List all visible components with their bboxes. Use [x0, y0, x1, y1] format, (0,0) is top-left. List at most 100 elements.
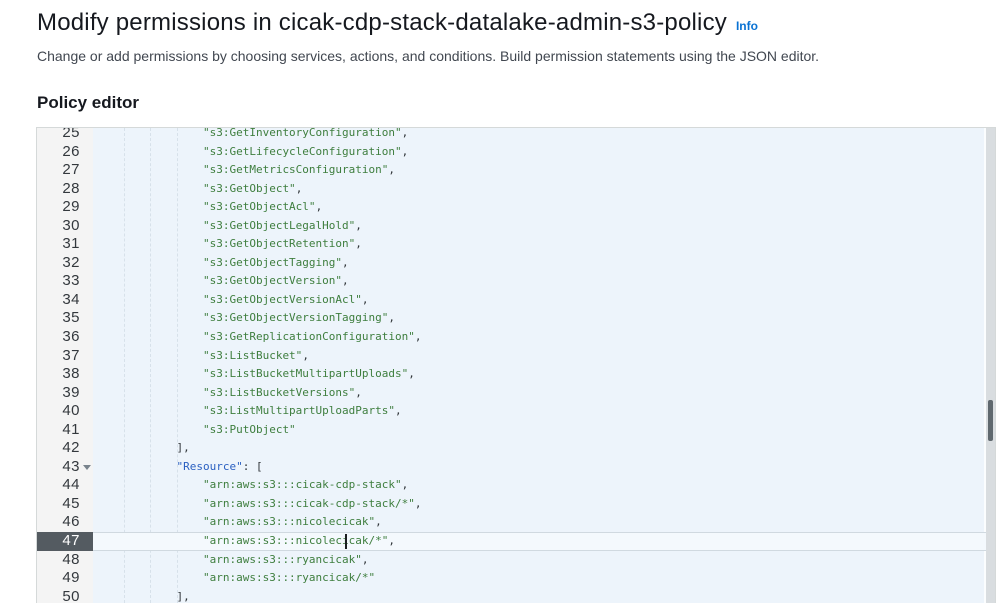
- policy-editor[interactable]: 25 "s3:GetInventoryConfiguration",26 "s3…: [36, 127, 996, 603]
- code-text[interactable]: "s3:ListBucketVersions",: [93, 384, 995, 403]
- code-line[interactable]: 47 "arn:aws:s3:::nicolecicak/*",: [37, 532, 995, 551]
- code-text[interactable]: "s3:GetObjectVersionTagging",: [93, 309, 995, 328]
- code-line[interactable]: 42 ],: [37, 439, 995, 458]
- code-line[interactable]: 37 "s3:ListBucket",: [37, 347, 995, 366]
- code-line[interactable]: 50 ],: [37, 588, 995, 603]
- code-line[interactable]: 41 "s3:PutObject": [37, 421, 995, 440]
- code-line[interactable]: 46 "arn:aws:s3:::nicolecicak",: [37, 513, 995, 532]
- line-number[interactable]: 33: [62, 272, 80, 290]
- code-text[interactable]: "s3:GetObjectRetention",: [93, 235, 995, 254]
- code-text[interactable]: "s3:ListBucket",: [93, 347, 995, 366]
- code-line[interactable]: 34 "s3:GetObjectVersionAcl",: [37, 291, 995, 310]
- code-text[interactable]: "s3:PutObject": [93, 421, 995, 440]
- line-number[interactable]: 26: [62, 142, 80, 160]
- scrollbar-thumb[interactable]: [988, 400, 993, 441]
- code-line[interactable]: 30 "s3:GetObjectLegalHold",: [37, 217, 995, 236]
- line-number[interactable]: 31: [62, 235, 80, 253]
- line-number[interactable]: 40: [62, 402, 80, 420]
- code-text[interactable]: "s3:GetLifecycleConfiguration",: [93, 143, 995, 162]
- code-line[interactable]: 29 "s3:GetObjectAcl",: [37, 198, 995, 217]
- code-text[interactable]: ],: [93, 439, 995, 458]
- token-plain: ,: [388, 163, 396, 177]
- code-text[interactable]: ],: [93, 588, 995, 603]
- code-text[interactable]: "arn:aws:s3:::cicak-cdp-stack",: [93, 476, 995, 495]
- code-line[interactable]: 38 "s3:ListBucketMultipartUploads",: [37, 365, 995, 384]
- page-header: Modify permissions in cicak-cdp-stack-da…: [37, 8, 967, 38]
- code-text[interactable]: "s3:GetReplicationConfiguration",: [93, 328, 995, 347]
- code-text[interactable]: "s3:ListBucketMultipartUploads",: [93, 365, 995, 384]
- line-number[interactable]: 46: [62, 513, 80, 531]
- code-text[interactable]: "arn:aws:s3:::cicak-cdp-stack/*",: [93, 495, 995, 514]
- code-text[interactable]: "s3:GetObjectLegalHold",: [93, 217, 995, 236]
- code-text[interactable]: "arn:aws:s3:::ryancicak",: [93, 551, 995, 570]
- code-line[interactable]: 45 "arn:aws:s3:::cicak-cdp-stack/*",: [37, 495, 995, 514]
- line-number[interactable]: 39: [62, 383, 80, 401]
- code-text[interactable]: "arn:aws:s3:::ryancicak/*": [93, 569, 995, 588]
- code-line[interactable]: 39 "s3:ListBucketVersions",: [37, 384, 995, 403]
- line-number[interactable]: 47: [37, 532, 93, 551]
- code-line[interactable]: 27 "s3:GetMetricsConfiguration",: [37, 161, 995, 180]
- token-key: "Resource": [176, 459, 243, 473]
- code-line[interactable]: 36 "s3:GetReplicationConfiguration",: [37, 328, 995, 347]
- code-text[interactable]: "s3:GetMetricsConfiguration",: [93, 161, 995, 180]
- line-number[interactable]: 43: [37, 458, 93, 477]
- line-number[interactable]: 50: [62, 587, 80, 603]
- code-line[interactable]: 44 "arn:aws:s3:::cicak-cdp-stack",: [37, 476, 995, 495]
- code-line[interactable]: 33 "s3:GetObjectVersion",: [37, 272, 995, 291]
- line-number[interactable]: 41: [62, 420, 80, 438]
- indent-guide: [150, 128, 151, 603]
- line-number[interactable]: 34: [62, 290, 80, 308]
- line-number[interactable]: 45: [62, 494, 80, 512]
- info-link[interactable]: Info: [735, 19, 758, 33]
- token-plain: ,: [414, 330, 422, 344]
- line-number[interactable]: 38: [62, 365, 80, 383]
- code-text[interactable]: "s3:GetObjectVersion",: [93, 272, 995, 291]
- fold-chevron-down-icon[interactable]: [83, 464, 91, 470]
- code-line[interactable]: 25 "s3:GetInventoryConfiguration",: [37, 127, 995, 143]
- line-number[interactable]: 48: [62, 550, 80, 568]
- line-number[interactable]: 35: [62, 309, 80, 327]
- token-string: "s3:GetReplicationConfiguration": [202, 330, 415, 344]
- code-text[interactable]: "s3:GetInventoryConfiguration",: [93, 128, 995, 143]
- line-number[interactable]: 28: [62, 179, 80, 197]
- line-number[interactable]: 42: [62, 439, 80, 457]
- code-text[interactable]: "s3:GetObject",: [93, 180, 995, 199]
- code-line[interactable]: 43 "Resource": [: [37, 458, 995, 477]
- code-line[interactable]: 32 "s3:GetObjectTagging",: [37, 254, 995, 273]
- indent-guide: [177, 128, 178, 603]
- code-text[interactable]: "arn:aws:s3:::nicolecicak/*",: [93, 532, 995, 551]
- code-line[interactable]: 28 "s3:GetObject",: [37, 180, 995, 199]
- code-line[interactable]: 40 "s3:ListMultipartUploadParts",: [37, 402, 995, 421]
- code-line[interactable]: 35 "s3:GetObjectVersionTagging",: [37, 309, 995, 328]
- token-string: "s3:GetLifecycleConfiguration": [202, 144, 402, 158]
- code-line[interactable]: 31 "s3:GetObjectRetention",: [37, 235, 995, 254]
- page-title: Modify permissions in cicak-cdp-stack-da…: [37, 9, 727, 36]
- token-string: "s3:ListBucketMultipartUploads": [202, 367, 409, 381]
- line-number[interactable]: 44: [62, 476, 80, 494]
- vertical-scrollbar[interactable]: [986, 128, 995, 603]
- code-text[interactable]: "Resource": [: [93, 458, 995, 477]
- line-number[interactable]: 25: [62, 127, 80, 141]
- code-line[interactable]: 48 "arn:aws:s3:::ryancicak",: [37, 551, 995, 570]
- line-number[interactable]: 36: [62, 328, 80, 346]
- line-number[interactable]: 27: [62, 161, 80, 179]
- code-text[interactable]: "s3:GetObjectTagging",: [93, 254, 995, 273]
- token-string: "arn:aws:s3:::nicolecicak/*": [202, 534, 389, 548]
- line-number[interactable]: 30: [62, 216, 80, 234]
- token-plain: ,: [388, 534, 396, 548]
- token-string: "arn:aws:s3:::nicolecicak": [202, 515, 376, 529]
- editor-gutter[interactable]: [37, 128, 93, 603]
- token-string: "s3:ListBucket": [202, 348, 303, 362]
- line-number[interactable]: 37: [62, 346, 80, 364]
- token-string: "s3:GetObjectLegalHold": [202, 218, 356, 232]
- code-text[interactable]: "arn:aws:s3:::nicolecicak",: [93, 513, 995, 532]
- code-line[interactable]: 49 "arn:aws:s3:::ryancicak/*": [37, 569, 995, 588]
- code-line[interactable]: 26 "s3:GetLifecycleConfiguration",: [37, 143, 995, 162]
- code-text[interactable]: "s3:ListMultipartUploadParts",: [93, 402, 995, 421]
- line-number[interactable]: 29: [62, 198, 80, 216]
- line-number[interactable]: 32: [62, 253, 80, 271]
- line-number[interactable]: 49: [62, 569, 80, 587]
- code-text[interactable]: "s3:GetObjectVersionAcl",: [93, 291, 995, 310]
- code-text[interactable]: "s3:GetObjectAcl",: [93, 198, 995, 217]
- editor-lines[interactable]: 25 "s3:GetInventoryConfiguration",26 "s3…: [37, 127, 995, 603]
